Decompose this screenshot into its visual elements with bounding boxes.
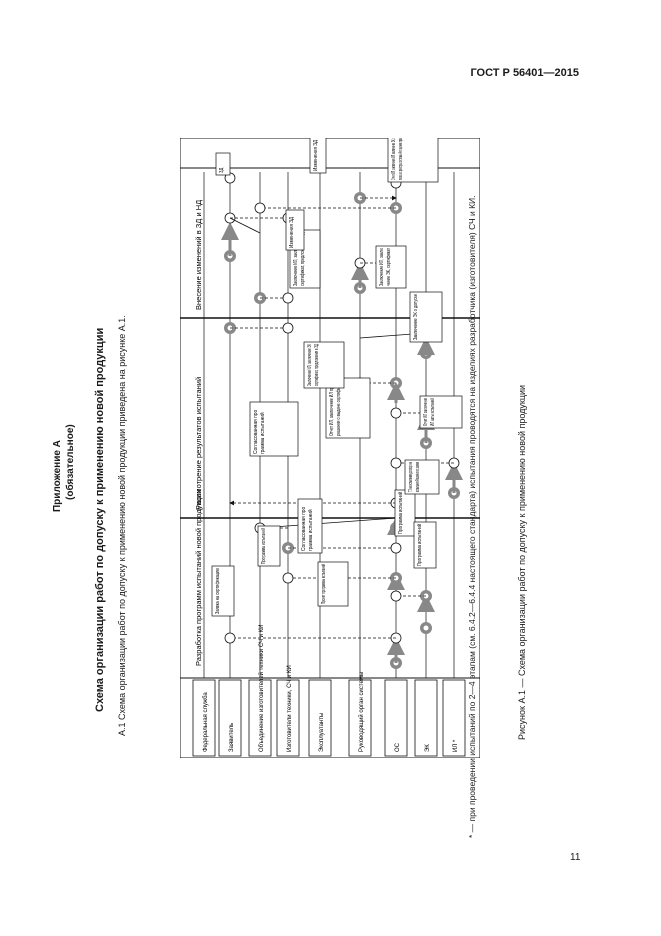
row-label: ОС (395, 742, 401, 752)
flow-node (282, 572, 294, 584)
note-text: сертификат, предложения в ЗД (314, 344, 320, 386)
note-text: Заявка на сертификацию (215, 568, 221, 614)
note-text: Программа испытаний (416, 524, 423, 566)
note-text: Проект программы испытаний (320, 564, 327, 604)
note-box (413, 521, 437, 569)
row-label: ИЛ * (453, 739, 459, 752)
flow-node (390, 590, 402, 602)
flow-node (390, 542, 402, 554)
flow-node (390, 407, 402, 419)
note-text: грамма испытаний (307, 509, 314, 551)
row-label: Эксплуатанты (319, 713, 325, 752)
row-label-box (348, 679, 372, 757)
row-label-box (276, 679, 300, 757)
note-text: Согласованная про (301, 507, 307, 551)
flow-link (229, 217, 261, 234)
note-box (211, 565, 235, 617)
note-text: Программа испытаний (397, 492, 404, 534)
row-label-box (308, 679, 332, 757)
diagram-frame (180, 138, 480, 758)
note-box (285, 209, 305, 251)
column-header-development: Разработка программ испытаний новой прод… (194, 490, 203, 666)
note-text: решения о выдаче сертификата (336, 380, 342, 436)
note-text: Изменения ЗД (313, 139, 319, 171)
note-text: Заключение ИЛ, заклю (379, 248, 385, 286)
note-box (215, 152, 231, 176)
note-box (257, 525, 281, 567)
column-header-changes: Внесение изменений в ЗД и НД (194, 200, 203, 310)
row-label: Объединение изготовителей техники СЧ и К… (258, 625, 265, 752)
row-label: ЭК (425, 744, 431, 752)
note-text: ЗД (219, 167, 225, 173)
note-text: Изменения ЗД (289, 216, 295, 248)
row-label: Изготовители техники, СЧ и КИ (287, 665, 293, 752)
workflow-diagram: Разработка программ испытаний новой прод… (180, 138, 480, 758)
row-label: Федеральная служба (203, 692, 209, 752)
note-box (303, 341, 345, 389)
note-text: испытания Решение по заявке (415, 462, 421, 492)
note-box (309, 138, 327, 174)
note-text: Отчет ИЛ, заключение ИЛ заключение ЭК, с… (391, 138, 397, 180)
column-header-review: Рассмотрение результатов испытаний (194, 377, 203, 510)
note-text: чение ЭК, сертификат (386, 247, 392, 286)
figure-caption: Рисунок А.1 — Схема организации работ по… (517, 384, 527, 740)
note-box (419, 395, 463, 429)
appendix-subtitle: (обязательное) (65, 424, 76, 500)
note-box (375, 245, 407, 289)
note-text: ТЗ на испытания договор на (408, 462, 414, 492)
note-text: сертификат, предложения в ЗД (300, 232, 306, 286)
flow-link (259, 517, 397, 529)
note-text: Заключение ЭК о допуске (413, 294, 419, 340)
note-text: Согласованная про (253, 410, 259, 454)
note-box (317, 561, 349, 607)
note-box (409, 291, 443, 343)
note-text: ИЛ акты испытаний (429, 398, 436, 426)
row-label-box (248, 679, 272, 757)
page-number: 11 (570, 852, 581, 863)
flow-node (254, 202, 266, 214)
row-label: Руководящий орган системы (358, 672, 365, 752)
note-text: Заключение ИЛ, заключение ЭК (307, 344, 313, 386)
note-box (404, 459, 440, 495)
note-box (297, 498, 323, 554)
flow-node (282, 322, 294, 334)
note-text: Отчет ИЛ заключение (423, 398, 429, 426)
appendix-title: Приложение А (52, 440, 63, 512)
note-box (387, 138, 439, 183)
footnote: * — при проведении испытаний по 2—4 этап… (467, 195, 477, 838)
note-box (249, 401, 299, 457)
intro-paragraph: А.1 Схема организации работ по допуску к… (117, 315, 127, 736)
note-text: Программа испытаний (260, 528, 267, 564)
row-label-box (384, 679, 408, 757)
standard-header: ГОСТ Р 56401—2015 (470, 67, 579, 79)
row-label-box (218, 679, 242, 757)
row-label: Заявитель (229, 723, 235, 752)
note-text: грамма испытаний (259, 412, 266, 454)
main-title: Схема организации работ по допуску к при… (94, 327, 106, 712)
row-label-box (414, 679, 438, 757)
flow-node (282, 292, 294, 304)
row-label-box (442, 679, 466, 757)
flow-node (390, 457, 402, 469)
note-text: писка из реестра системы Акт оценки прим… (398, 138, 404, 180)
flow-node (224, 632, 236, 644)
note-text: Отчет ИЛ, заключение ИЛ проект (329, 379, 335, 436)
note-text: Заключение ИЛ, заключение ЭК (293, 232, 299, 286)
row-label-box (192, 679, 216, 757)
